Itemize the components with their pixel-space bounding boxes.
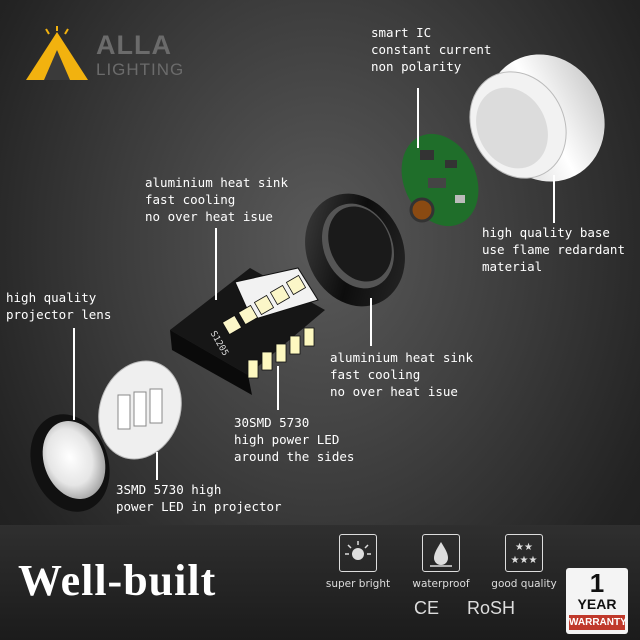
water-drop-icon: [422, 534, 460, 572]
headline: Well-built: [18, 556, 217, 605]
callout-line-lens: [73, 328, 75, 420]
feature-label: waterproof: [412, 578, 470, 590]
logo-triangle-icon: [26, 26, 88, 80]
callout-line-base: [553, 175, 555, 223]
rosh-mark: RoSH: [467, 598, 516, 618]
led-body: S1205: [170, 267, 325, 395]
ce-mark: CE: [414, 598, 440, 618]
callout-projector-lens: high quality projector lens: [6, 290, 112, 322]
heat-sink-ring: [305, 193, 405, 307]
sun-icon: [339, 534, 377, 572]
warranty-badge: 1 YEAR WARRANTY: [566, 568, 628, 634]
callout-line-led-projector: [156, 452, 158, 480]
callout-smart-ic: smart IC constant current non polarity: [371, 25, 492, 74]
svg-text:★★★: ★★★: [511, 555, 538, 566]
callout-heat-sink-right: aluminium heat sink fast cooling no over…: [330, 350, 473, 399]
driver-pcb: [401, 133, 479, 227]
brand-subname: LIGHTING: [96, 60, 185, 79]
callout-led-sides: 30SMD 5730 high power LED around the sid…: [234, 415, 355, 464]
callout-led-projector: 3SMD 5730 high power LED in projector: [116, 482, 282, 514]
feature-super-bright: super bright: [318, 534, 398, 590]
callout-line-smart-ic: [417, 88, 419, 148]
callout-heat-sink-top: aluminium heat sink fast cooling no over…: [145, 175, 288, 224]
warranty-number: 1: [589, 568, 605, 598]
brand-name: ALLA: [96, 30, 172, 60]
warranty-label: WARRANTY: [569, 615, 627, 630]
feature-label: good quality: [491, 578, 557, 590]
callout-line-heat-sink-right: [370, 298, 372, 346]
projector-lens: [30, 414, 110, 512]
stars-icon: ★★ ★★★: [505, 534, 543, 572]
footer-banner: [0, 525, 640, 640]
feature-good-quality: ★★ ★★★ good quality: [484, 534, 564, 590]
bulb-base: [469, 54, 605, 182]
warranty-unit: YEAR: [577, 596, 617, 612]
feature-waterproof: waterproof: [401, 534, 481, 590]
callout-line-heat-sink-top: [215, 228, 217, 300]
svg-text:★★: ★★: [515, 542, 533, 553]
brand-logo: [22, 26, 202, 86]
projector-led: [98, 360, 182, 460]
feature-label: super bright: [325, 578, 391, 590]
product-illustration: S1205: [30, 54, 605, 512]
callout-line-led-sides: [277, 366, 279, 410]
callout-base: high quality base use flame redardant ma…: [482, 225, 625, 274]
